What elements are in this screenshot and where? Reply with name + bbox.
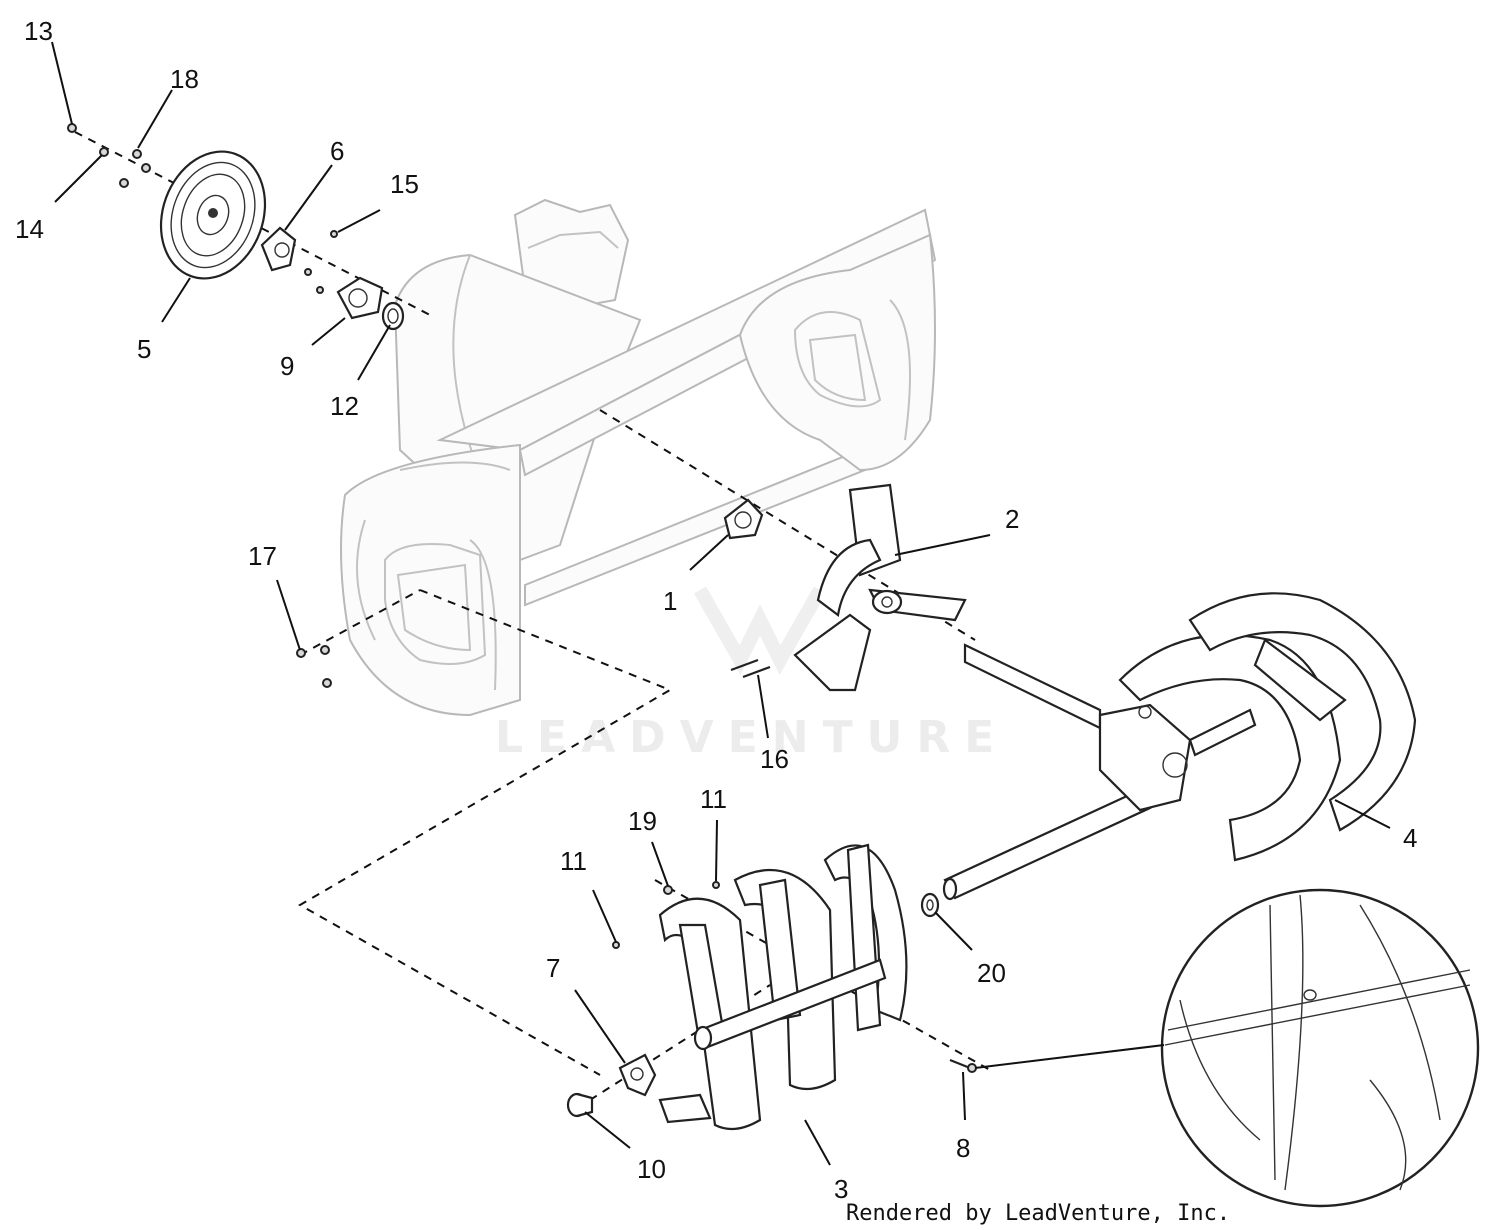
shear-pins (730, 658, 771, 679)
auger-bolt (949, 1058, 977, 1073)
callout-8: 8 (956, 1133, 970, 1163)
callout-15: 15 (390, 169, 419, 199)
callout-3: 3 (834, 1174, 848, 1204)
callout-9: 9 (280, 351, 294, 381)
auger-shaft-right-assembly (942, 592, 1417, 901)
auger-bearing-flange (723, 498, 764, 540)
callout-2: 2 (1005, 504, 1019, 534)
callout-12: 12 (330, 391, 359, 421)
left-auger (658, 843, 908, 1131)
rendered-by-footer: Rendered by LeadVenture, Inc. (846, 1201, 1230, 1226)
callout-11-upper: 11 (700, 784, 727, 814)
callout-1: 1 (663, 586, 677, 616)
callouts: 13 18 6 15 14 5 9 12 2 17 1 16 4 11 19 1… (15, 16, 1417, 1204)
callout-5: 5 (137, 334, 151, 364)
callout-4: 4 (1403, 823, 1417, 853)
auger-end-flange (618, 1053, 657, 1097)
thrust-washer (920, 892, 940, 918)
leadventure-watermark: LEADVENTURE (495, 586, 1008, 763)
callout-10: 10 (637, 1154, 666, 1184)
bearing (381, 301, 405, 331)
impeller (793, 483, 967, 692)
bearing-plate (336, 276, 384, 320)
callout-18: 18 (170, 64, 199, 94)
callout-6: 6 (330, 136, 344, 166)
end-bushing (566, 1092, 594, 1118)
watermark-text: LEADVENTURE (495, 712, 1008, 763)
auger-housing (340, 198, 937, 717)
detail-view (974, 888, 1480, 1208)
callout-19: 19 (628, 806, 657, 836)
callout-7: 7 (546, 953, 560, 983)
callout-17: 17 (248, 541, 277, 571)
callout-11-lower: 11 (560, 846, 587, 876)
bearing-flange (260, 226, 297, 272)
callout-20: 20 (977, 958, 1006, 988)
pulley (159, 150, 267, 280)
callout-13: 13 (24, 16, 53, 46)
callout-14: 14 (15, 214, 44, 244)
callout-16: 16 (760, 744, 789, 774)
leader-lines (51, 41, 1391, 1166)
